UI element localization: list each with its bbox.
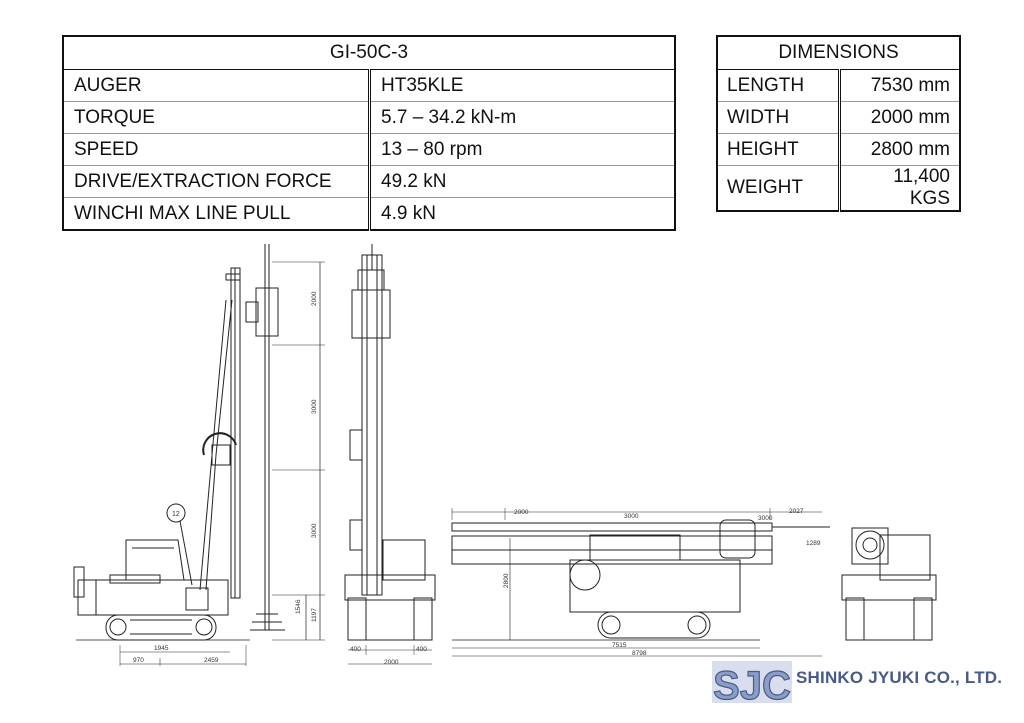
- dimension-value: 2000 mm: [839, 101, 960, 134]
- dimensions-table: DIMENSIONS LENGTH 7530 mm WIDTH 2000 mm …: [716, 35, 961, 212]
- front-view: [344, 244, 436, 665]
- spec-row: SPEED 13 – 80 rpm: [63, 133, 675, 166]
- dim-text: 1289: [806, 540, 821, 547]
- dimension-value: 7530 mm: [839, 69, 960, 102]
- dim-text: 3000: [758, 515, 773, 522]
- dim-text: 1945: [154, 645, 169, 652]
- spec-label: AUGER: [63, 69, 371, 102]
- dimension-row: WEIGHT 11,400 KGS: [717, 165, 960, 211]
- transport-view: [451, 508, 830, 657]
- dim-text: 8798: [632, 650, 647, 657]
- spec-label: WINCHI MAX LINE PULL: [63, 197, 371, 230]
- spec-row: WINCHI MAX LINE PULL 4.9 kN: [63, 197, 675, 230]
- spec-table-title: GI-50C-3: [63, 36, 675, 70]
- transport-leader: [451, 522, 773, 532]
- dimension-row: WIDTH 2000 mm: [717, 101, 960, 134]
- spec-row: DRIVE/EXTRACTION FORCE 49.2 kN: [63, 165, 675, 198]
- front-cab: [382, 539, 426, 581]
- logo-text: SJC: [713, 664, 791, 708]
- front-tracks: [347, 599, 433, 641]
- spec-label: SPEED: [63, 133, 371, 166]
- spec-value: 5.7 – 34.2 kN-m: [369, 101, 675, 134]
- transport-cab: [589, 534, 681, 561]
- front-auger-motor: [351, 289, 391, 339]
- dimension-value: 11,400 KGS: [893, 166, 950, 209]
- dim-text: 3000: [311, 523, 318, 538]
- rear-cab: [879, 534, 931, 581]
- dim-text: 2000: [311, 291, 318, 306]
- side-balloon: [166, 503, 186, 523]
- dimension-row: HEIGHT 2800 mm: [717, 133, 960, 166]
- side-view: [73, 244, 325, 666]
- spec-value: 4.9 kN: [381, 202, 436, 224]
- machine-drawing: 2000 3000 3000 1546 1197 12 1945 970 245…: [73, 244, 937, 666]
- dim-text: 1546: [295, 599, 302, 614]
- dimensions-table-title: DIMENSIONS: [717, 36, 960, 70]
- side-crawler-track: [105, 614, 217, 641]
- dim-text: 2459: [204, 657, 219, 664]
- transport-auger-motor: [719, 519, 756, 559]
- spec-value: HT35KLE: [369, 69, 675, 102]
- spec-label: TORQUE: [63, 101, 371, 134]
- company-name: SHINKO JYUKI CO., LTD.: [796, 668, 1003, 687]
- dim-text: 3000: [624, 513, 639, 520]
- balloon-label: 12: [172, 511, 180, 518]
- dim-text: 400: [350, 646, 361, 653]
- rear-auger-motor: [855, 530, 885, 560]
- spec-row: TORQUE 5.7 – 34.2 kN-m: [63, 101, 675, 134]
- dim-text: 2027: [789, 508, 804, 515]
- dim-text: 2800: [503, 573, 510, 588]
- dim-text: 2000: [384, 659, 399, 666]
- dimension-row: LENGTH 7530 mm: [717, 69, 960, 102]
- side-auger-motor: [255, 287, 279, 337]
- spec-value: 49.2 kN: [369, 165, 675, 198]
- dimension-value: 2800 mm: [839, 133, 960, 166]
- dim-text: 1197: [311, 608, 318, 622]
- dimension-label: WEIGHT: [717, 165, 841, 211]
- dimension-label: LENGTH: [717, 69, 841, 102]
- side-cab: [125, 539, 185, 581]
- dimension-label: WIDTH: [717, 101, 841, 134]
- dim-text: 3000: [311, 399, 318, 414]
- rear-tracks: [845, 599, 933, 641]
- front-leader-mast: [361, 254, 383, 596]
- spec-table: GI-50C-3 AUGER HT35KLE TORQUE 5.7 – 34.2…: [62, 35, 676, 231]
- spec-value: 13 – 80 rpm: [369, 133, 675, 166]
- spec-row: AUGER HT35KLE: [63, 69, 675, 102]
- spec-label: DRIVE/EXTRACTION FORCE: [63, 165, 371, 198]
- dim-text: 970: [133, 657, 144, 664]
- rear-view: [841, 527, 937, 641]
- transport-crawler-track: [597, 611, 711, 639]
- dimension-label: HEIGHT: [717, 133, 841, 166]
- dim-text: 7515: [612, 642, 627, 649]
- company-logo: SJC: [712, 661, 792, 709]
- dim-text: 2000: [514, 509, 529, 516]
- dim-text: 400: [416, 646, 427, 653]
